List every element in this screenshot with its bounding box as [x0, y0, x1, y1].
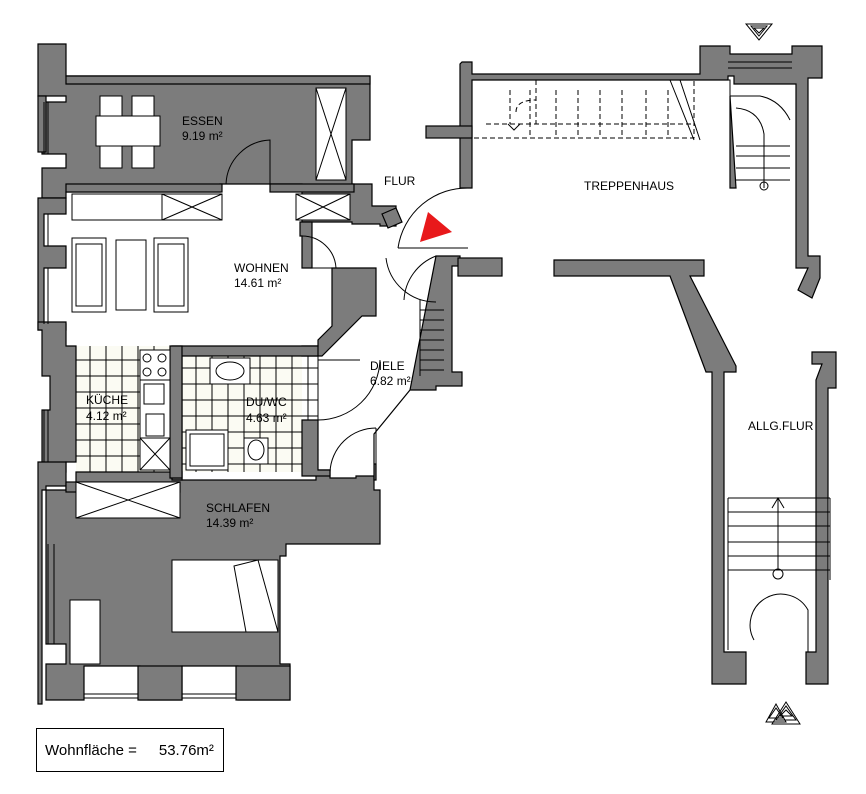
- stairwell-walls: [425, 45, 837, 685]
- room-area-essen: 9.19 m²: [182, 129, 223, 143]
- room-name-schlafen: SCHLAFEN: [206, 501, 270, 515]
- room-name-flur: FLUR: [384, 174, 416, 188]
- room-area-schlafen: 14.39 m²: [206, 516, 253, 530]
- living-area-summary: Wohnfläche = 53.76m²: [36, 728, 224, 772]
- room-name-treppenhaus: TREPPENHAUS: [584, 179, 674, 193]
- living-area-label: Wohnfläche =: [45, 741, 137, 759]
- room-name-duwc: DU/WC: [246, 395, 287, 409]
- room-name-kueche: KÜCHE: [86, 393, 128, 407]
- room-area-kueche: 4.12 m²: [86, 409, 127, 423]
- living-area-value: 53.76m²: [158, 741, 214, 759]
- room-name-diele: DIELE: [370, 359, 405, 373]
- room-area-diele: 6.82 m²: [370, 374, 411, 388]
- room-area-duwc: 4.63 m²: [246, 411, 287, 425]
- bed: [69, 559, 279, 665]
- room-name-allgflur: ALLG.FLUR: [748, 419, 814, 433]
- kitchen-units: [75, 349, 181, 519]
- sideboards: [71, 193, 351, 221]
- entrance-triangle-icons: [744, 23, 801, 725]
- dining-table: [95, 87, 347, 181]
- windows: [43, 61, 792, 699]
- room-name-wohnen: WOHNEN: [234, 261, 289, 275]
- doors: [221, 139, 809, 652]
- entrance-marker: [420, 212, 452, 242]
- apartment-stairs: [419, 300, 444, 376]
- room-labels: ESSEN 9.19 m² FLUR TREPPENHAUS WOHNEN 14…: [86, 114, 814, 530]
- stairwell-stairs: [474, 79, 831, 650]
- room-area-wohnen: 14.61 m²: [234, 276, 281, 290]
- bathroom-fixtures: [185, 357, 269, 471]
- sofa-set: [71, 237, 189, 313]
- room-name-essen: ESSEN: [182, 114, 223, 128]
